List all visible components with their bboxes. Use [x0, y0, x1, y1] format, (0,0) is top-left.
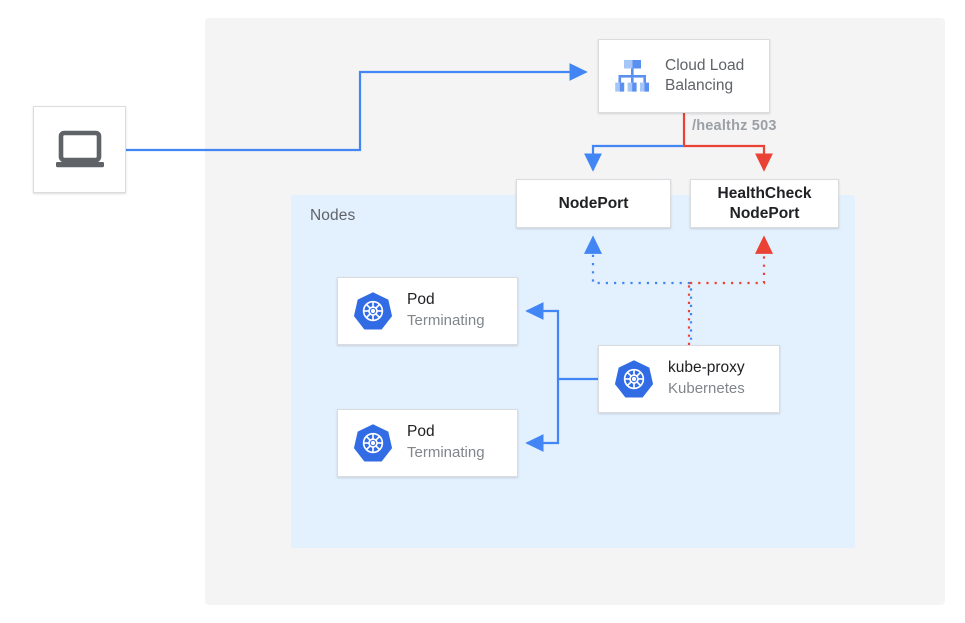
pod-status-1: Terminating: [407, 312, 485, 330]
healthcheck-nodeport-card[interactable]: HealthCheck NodePort: [690, 179, 839, 228]
edge-kubeproxy-dotted-trunk: [687, 283, 693, 345]
pod-text-2: Pod Terminating: [407, 422, 485, 463]
edge-load-balancer-to-nodeport: [583, 144, 684, 172]
edge-kubeproxy-to-pods: [525, 301, 598, 453]
hc-label-line2: NodePort: [729, 204, 800, 222]
healthz-status-label: /healthz 503: [692, 118, 777, 134]
kubernetes-icon: [353, 292, 393, 330]
lb-label-line2: Balancing: [665, 77, 734, 94]
kubernetes-icon: [614, 360, 654, 398]
nodeport-label: NodePort: [558, 194, 629, 212]
pod-status-2: Terminating: [407, 444, 485, 462]
kubernetes-icon: [353, 424, 393, 462]
kube-proxy-text: kube-proxy Kubernetes: [668, 358, 745, 399]
edge-kubeproxy-to-healthcheck-nodeport: [690, 235, 774, 285]
hc-label-line1: HealthCheck: [717, 185, 812, 203]
kube-proxy-title: kube-proxy: [668, 359, 745, 377]
cloud-load-balancing-icon: [611, 55, 653, 97]
nodeport-card[interactable]: NodePort: [516, 179, 671, 228]
edge-kubeproxy-to-nodeport: [583, 235, 690, 285]
pod-title-2: Pod: [407, 423, 435, 441]
laptop-icon: [55, 130, 104, 167]
edge-client-to-load-balancer: [126, 62, 588, 152]
client-laptop-card[interactable]: [33, 106, 126, 193]
cloud-load-balancing-label: Cloud Load Balancing: [665, 56, 744, 97]
pod-title-1: Pod: [407, 291, 435, 309]
edge-load-balancer-to-healthcheck-nodeport: [684, 144, 774, 172]
kube-proxy-subtitle: Kubernetes: [668, 380, 745, 398]
kube-proxy-card[interactable]: kube-proxy Kubernetes: [598, 345, 780, 413]
pod-text-1: Pod Terminating: [407, 290, 485, 331]
cloud-load-balancing-card[interactable]: Cloud Load Balancing: [598, 39, 770, 113]
pod-card-2[interactable]: Pod Terminating: [337, 409, 518, 477]
pod-card-1[interactable]: Pod Terminating: [337, 277, 518, 345]
lb-label-line1: Cloud Load: [665, 56, 745, 74]
healthcheck-nodeport-label: HealthCheck NodePort: [691, 180, 838, 227]
nodes-panel-label: Nodes: [310, 207, 356, 224]
